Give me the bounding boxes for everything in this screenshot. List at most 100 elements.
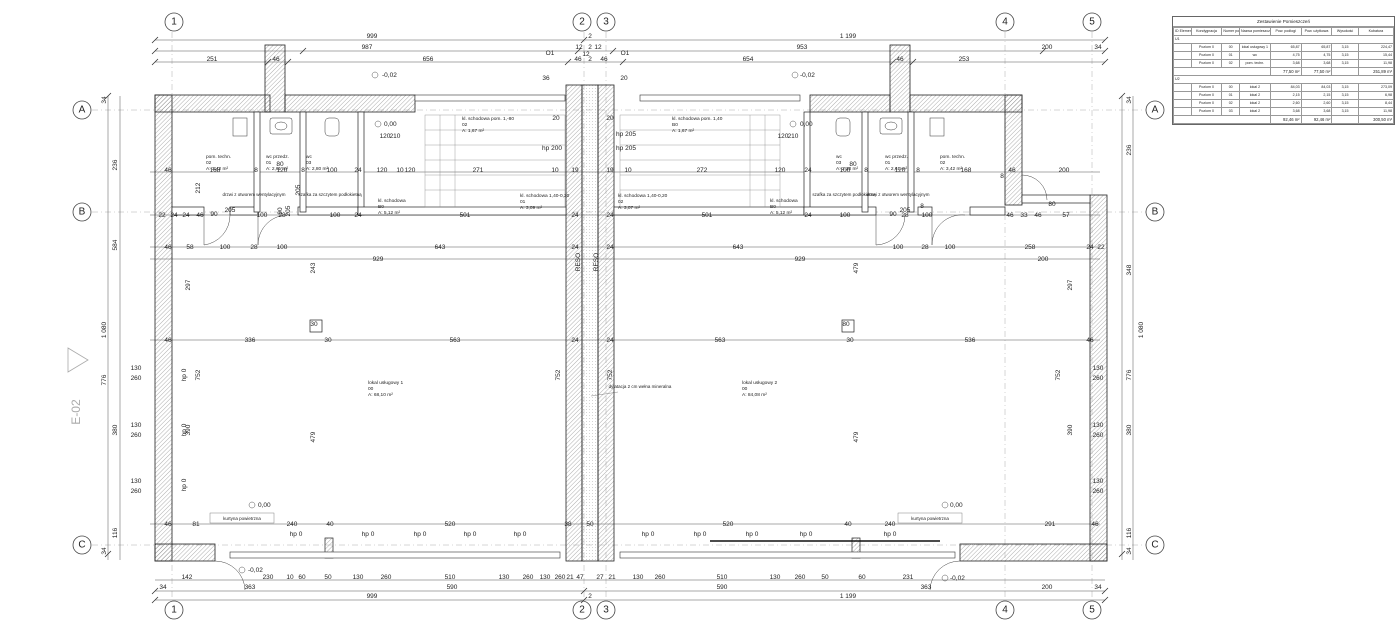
dim-interior: 120 [895, 167, 906, 174]
dim-small: 36 [542, 75, 550, 82]
dim-interior: 272 [697, 167, 708, 174]
dim-interior: 643 [435, 244, 446, 251]
room-area: A: 3,42 m² [940, 166, 963, 172]
dim-left: 34 [101, 96, 108, 104]
dim-interior: 536 [965, 337, 976, 344]
room-number: 01 [266, 160, 272, 166]
axis-bubble-A-right [1145, 100, 1165, 120]
wall-left [154, 94, 173, 562]
dim-bottom: 130 [770, 574, 781, 581]
dim-interior: 100 [277, 244, 288, 251]
door-swing-icon [203, 214, 231, 246]
dim-interior: 50 [586, 521, 594, 528]
dim-top: 46 [896, 56, 904, 63]
dim-vertical: 205 [295, 184, 302, 195]
wall-top-right-c [909, 94, 1023, 113]
dim-interior: 100 [257, 212, 268, 219]
dim-interior: 24 [606, 212, 614, 219]
col-header: Nazwa pomieszczenia [1238, 27, 1271, 36]
dim-interior: 38 [564, 521, 572, 528]
dim-small: 80 [276, 161, 284, 168]
schedule-group-row: U2 [1173, 75, 1394, 84]
dim-bottom: 130 [540, 574, 551, 581]
dim-top: 656 [423, 56, 434, 63]
axis-bubble-2-bottom [572, 600, 592, 620]
note-expansion-joint: dylatacja 2 cm wełna mineralna [609, 384, 672, 389]
axis-label-4-bottom: 4 [1002, 605, 1008, 616]
cell: Poziom 0 [1190, 107, 1223, 116]
room-name: lokal usługowy 2 [742, 380, 778, 386]
dim-right: 348 [1126, 264, 1133, 275]
col-header: Kondygnacja [1190, 27, 1223, 36]
cell: 4,75 [1269, 51, 1302, 60]
dim-left: 116 [112, 527, 119, 538]
axis-label-4-top: 4 [1002, 17, 1008, 28]
wall-top-left-c [284, 94, 416, 113]
dim-interior: 8 [916, 167, 920, 174]
dim-small: 90 [889, 211, 897, 218]
dim-small: 20 [552, 115, 560, 122]
dim-vertical: 205 [285, 205, 292, 216]
col-header: Numer pom. [1221, 27, 1240, 36]
dim-top: 987 [362, 44, 373, 51]
dim-left: 380 [112, 424, 119, 435]
table-row: Poziom 0 00 lokal 2 84,03 84,03 3,15 273… [1173, 83, 1395, 92]
dim-interior: 24 [1086, 244, 1094, 251]
dim-right-window: 130 [1093, 422, 1104, 429]
cell: Poziom 0 [1190, 99, 1223, 108]
dim-left-window: 260 [131, 432, 142, 439]
axis-bubble-C-right [1145, 535, 1165, 555]
windows [229, 94, 956, 559]
dim-interior: 501 [460, 212, 471, 219]
schedule-group-row: U1 [1173, 35, 1394, 44]
dim-interior: 8 [301, 167, 305, 174]
cell: Poziom 0 [1190, 51, 1223, 60]
axis-label-2-bottom: 2 [579, 605, 585, 616]
axis-bubble-A-left [72, 100, 92, 120]
room-number: B0 [378, 204, 384, 210]
dim-small: 20 [606, 115, 614, 122]
dim-bottom: 230 [263, 574, 274, 581]
axis-bubble-4-bottom [995, 600, 1015, 620]
dim-bottom: 130 [353, 574, 364, 581]
dim-interior: 24 [170, 212, 178, 219]
dim-interior: 33 [1020, 212, 1028, 219]
wall-top-left-a [154, 94, 271, 113]
dim-interior: 46 [1086, 337, 1094, 344]
cell: wc [1238, 51, 1271, 60]
axis-bubble-5-top [1082, 12, 1102, 32]
room-name: pom. techn. [940, 154, 965, 160]
dim-bottom: 60 [858, 574, 866, 581]
dim-interior: 200 [1038, 256, 1049, 263]
dim-bottom: 590 [447, 584, 458, 591]
dim-left-window: 130 [131, 365, 142, 372]
room-tag: wc przedz. 01 A: 2,61 m² [885, 154, 908, 172]
hp-mark: hp 0 [181, 368, 188, 381]
dim-bottom: 10 [286, 574, 294, 581]
dim-bottom: 130 [499, 574, 510, 581]
dim-interior: 100 [330, 212, 341, 219]
sum-cell: 92,46 m² [1300, 115, 1333, 124]
dim-top: 12 [594, 44, 602, 51]
dim-left-window: 260 [131, 488, 142, 495]
dim-interior: 100 [220, 244, 231, 251]
room-name: kl. schodowa [378, 198, 406, 204]
room-tag-main: lokal usługowy 1 00 A: 68,10 m² [368, 380, 404, 398]
wall-top-left-b [264, 44, 286, 113]
dim-vertical: 752 [607, 369, 614, 380]
dim-small: 120 [778, 133, 789, 140]
hp-mark: hp 0 [642, 531, 655, 538]
cell: 65,87 [1300, 43, 1333, 52]
axis-label-A-left: A [79, 105, 86, 116]
group-id: U2 [1173, 75, 1394, 84]
exterior-walls [154, 44, 1108, 562]
dim-bottom: 260 [555, 574, 566, 581]
cell: 02 [1221, 99, 1240, 108]
room-number: B0 [672, 122, 678, 128]
dim-bottom-total-left: 999 [367, 593, 378, 600]
dim-bottom: 142 [182, 574, 193, 581]
dim-left: 584 [112, 239, 119, 250]
axis-bubble-3-bottom [596, 600, 616, 620]
cell: lokal 2 [1238, 107, 1271, 116]
